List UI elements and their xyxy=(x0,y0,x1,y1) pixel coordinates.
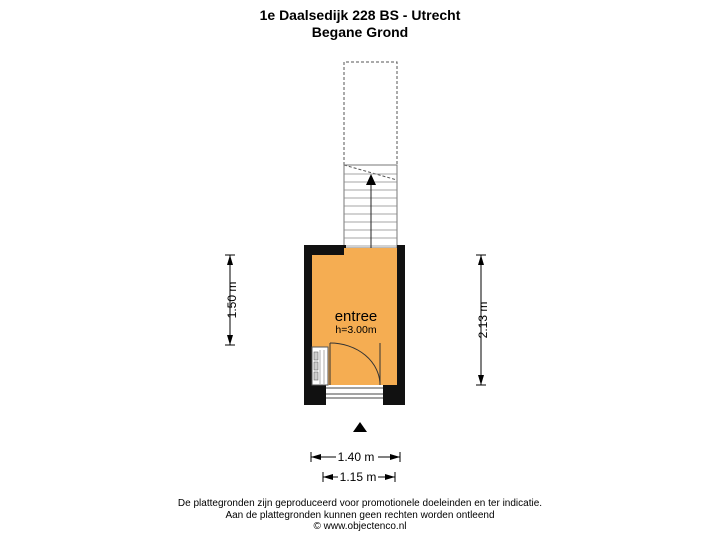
meter-cupboard xyxy=(311,346,329,386)
plan-title: 1e Daalsedijk 228 BS - Utrecht xyxy=(259,7,461,23)
floor-name: Begane Grond xyxy=(311,24,409,40)
disclaimer-line-1: De plattegronden zijn geproduceerd voor … xyxy=(177,498,543,509)
dimension-left xyxy=(225,254,235,346)
dimension-bottom-inner-label: 1.15 m xyxy=(340,470,377,484)
copyright: © www.objectenco.nl xyxy=(313,521,407,532)
stair-direction-arrow-icon xyxy=(366,174,376,185)
walls xyxy=(304,245,405,405)
disclaimer-line-2: Aan de plattegronden kunnen geen rechten… xyxy=(225,510,495,521)
room-height: h=3.00m xyxy=(335,324,376,336)
front-door xyxy=(326,342,383,399)
dimension-right xyxy=(476,254,486,386)
dimension-bottom-outer-label: 1.40 m xyxy=(338,450,375,464)
dimension-left-label: 1.50 m xyxy=(225,282,239,319)
staircase xyxy=(343,61,398,249)
dimension-right-label: 2.13 m xyxy=(476,302,490,339)
room-label: entree xyxy=(335,308,378,325)
entrance-arrow-icon xyxy=(353,422,367,432)
